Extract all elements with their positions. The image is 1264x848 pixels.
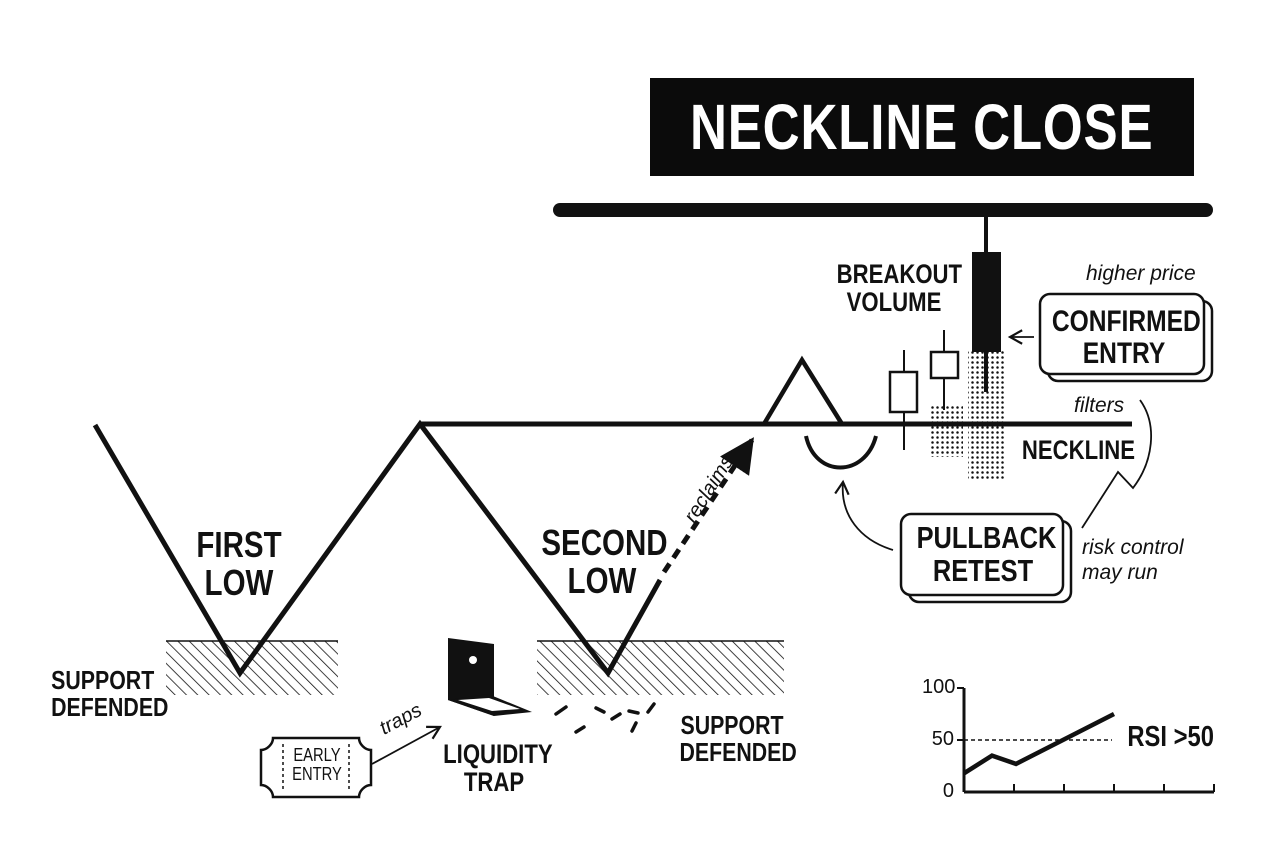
pullback-retest-label: PULLBACK RETEST <box>916 520 1057 588</box>
breakout-volume-line-2: VOLUME <box>846 287 942 318</box>
candle-2 <box>929 330 960 410</box>
candle-1 <box>888 350 919 450</box>
pullback-pointer-arrow <box>834 479 894 551</box>
support-left-line-1: SUPPORT <box>51 665 155 695</box>
reclaim-arrow <box>661 437 755 574</box>
rsi-chart <box>957 687 1215 794</box>
first-low-line-1: FIRST <box>196 524 282 565</box>
confirmed-entry-box <box>1038 292 1214 383</box>
breakout-volume-label: BREAKOUT VOLUME <box>836 259 963 318</box>
first-low-line-2: LOW <box>204 561 274 603</box>
liquidity-trap-icon <box>448 638 532 716</box>
breakout-candle-body <box>972 252 1001 352</box>
liquidity-trap-line-1: LIQUIDITY <box>443 739 553 769</box>
rsi-tick-100: 100 <box>922 676 956 698</box>
second-low-line-2: LOW <box>567 559 637 601</box>
pullback-retest-line-2: RETEST <box>932 552 1034 588</box>
risk-control-line-2: may run <box>1082 561 1158 585</box>
support-zone-left <box>166 641 338 695</box>
breakout-volume-line-1: BREAKOUT <box>836 259 963 289</box>
pullback-retest-box <box>899 512 1073 604</box>
support-right-line-2: DEFENDED <box>679 737 797 768</box>
filters-squiggle <box>1081 399 1152 529</box>
price-path-w <box>92 419 663 678</box>
confirmed-entry-line-2: ENTRY <box>1082 336 1166 370</box>
support-defended-left: SUPPORT DEFENDED <box>51 665 169 723</box>
early-entry-ticket <box>259 736 373 799</box>
traps-arrow <box>371 725 442 765</box>
second-low-line-1: SECOND <box>541 522 668 563</box>
pullback-curve <box>804 435 878 470</box>
filters-label: filters <box>1074 394 1125 417</box>
risk-control-line-1: risk control <box>1082 536 1184 559</box>
early-entry-line-1: EARLY <box>293 745 341 765</box>
early-entry-label: EARLY ENTRY <box>292 746 343 784</box>
support-left-line-2: DEFENDED <box>51 692 169 723</box>
higher-price-label: higher price <box>1086 262 1196 285</box>
support-zone-right <box>537 641 784 695</box>
liquidity-trap-line-2: TRAP <box>463 767 525 798</box>
risk-control-label: risk control may run <box>1082 535 1184 585</box>
liquidity-trap-label: LIQUIDITY TRAP <box>443 739 553 798</box>
support-right-line-1: SUPPORT <box>680 710 784 740</box>
page-title: NECKLINE CLOSE <box>690 91 1154 163</box>
rsi-tick-50: 50 <box>931 728 954 750</box>
pullback-retest-line-1: PULLBACK <box>916 520 1057 555</box>
rsi-tick-0: 0 <box>942 780 954 802</box>
early-entry-line-2: ENTRY <box>292 763 342 784</box>
confirmed-entry-line-1: CONFIRMED <box>1051 305 1201 338</box>
rsi-threshold-label: RSI >50 <box>1127 721 1214 753</box>
title-banner: NECKLINE CLOSE <box>650 78 1194 176</box>
breakout-spike <box>762 355 844 426</box>
confirmed-entry-label: CONFIRMED ENTRY <box>1051 305 1201 370</box>
second-low-label: SECOND LOW <box>541 522 668 601</box>
support-defended-right: SUPPORT DEFENDED <box>679 710 797 768</box>
trap-debris <box>554 702 656 734</box>
rsi-ticks <box>957 687 1215 792</box>
volume-bar-1 <box>930 405 963 457</box>
rsi-line <box>962 711 1116 776</box>
neckline-label: NECKLINE <box>1021 435 1136 465</box>
first-low-label: FIRST LOW <box>194 526 284 602</box>
